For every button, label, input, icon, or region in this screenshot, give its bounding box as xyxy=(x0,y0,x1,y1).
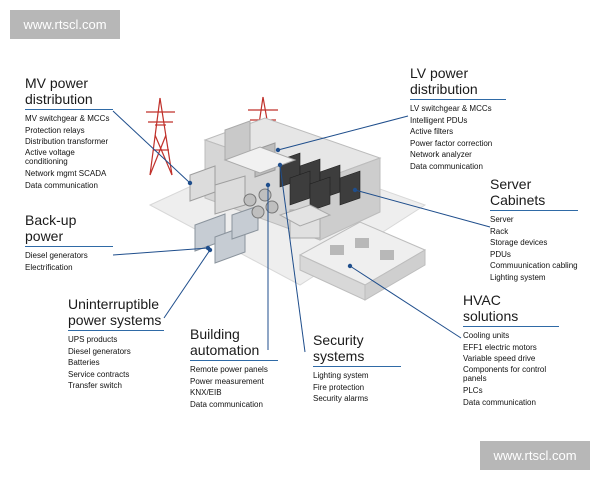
list-item: Data communication xyxy=(190,399,263,409)
list-item: Power measurement xyxy=(190,376,264,386)
divider xyxy=(463,326,559,327)
item-list: Remote power panels Power measurement KN… xyxy=(190,364,305,410)
control-room xyxy=(278,204,332,227)
leader-dots xyxy=(187,147,358,269)
list-item: Data communication xyxy=(25,180,98,190)
list-item: Lighting system xyxy=(313,371,369,380)
watermark-bottom-right: www.rtscl.com xyxy=(480,441,590,470)
group-hvac-solutions: HVAC solutions Cooling units EFF1 electr… xyxy=(463,292,573,408)
hvac-annex xyxy=(298,221,427,301)
list-item: Service contracts xyxy=(68,369,130,379)
divider xyxy=(410,99,506,100)
item-list: Lighting system Fire protection Security… xyxy=(313,370,413,405)
divider xyxy=(25,246,113,247)
list-item: LV switchgear & MCCs xyxy=(410,104,492,113)
list-item: Storage devices xyxy=(490,238,548,247)
divider xyxy=(25,109,113,110)
group-backup-power: Back-up power Diesel generators Electrif… xyxy=(25,212,125,273)
list-item: Protection relays xyxy=(25,125,85,135)
list-item: Rack xyxy=(490,226,509,236)
group-title: Uninterruptible power systems xyxy=(68,296,162,328)
list-item: Active filters xyxy=(410,127,454,136)
divider xyxy=(190,360,278,361)
divider xyxy=(490,210,578,211)
list-item: Components for control panels xyxy=(463,364,547,384)
group-title: Security systems xyxy=(313,332,365,364)
group-title: Building automation xyxy=(190,326,260,358)
list-item: Network mgmt SCADA xyxy=(25,169,107,178)
group-building-automation: Building automation Remote power panels … xyxy=(190,326,305,410)
group-lv-power-distribution: LV power distribution LV switchgear & MC… xyxy=(410,65,530,172)
list-item: MV switchgear & MCCs xyxy=(25,114,110,123)
list-item: Data communication xyxy=(410,161,483,171)
list-item: Lighting system xyxy=(490,272,546,282)
list-item: Variable speed drive xyxy=(463,354,536,363)
list-item: Remote power panels xyxy=(190,365,268,374)
group-security-systems: Security systems Lighting system Fire pr… xyxy=(313,332,413,405)
list-item: Commuunication cabling xyxy=(490,261,578,270)
item-list: Server Rack Storage devices PDUs Commuun… xyxy=(490,214,596,283)
group-title: LV power distribution xyxy=(410,65,478,97)
group-title: HVAC solutions xyxy=(463,292,519,324)
list-item: Intelligent PDUs xyxy=(410,115,468,125)
group-title: MV power distribution xyxy=(25,75,93,107)
list-item: Diesel generators xyxy=(25,251,88,260)
group-mv-power-distribution: MV power distribution MV switchgear & MC… xyxy=(25,75,145,191)
list-item: EFF1 electric motors xyxy=(463,342,537,352)
list-item: Distribution transformer xyxy=(25,137,109,146)
watermark-top-left: www.rtscl.com xyxy=(10,10,120,39)
list-item: Cooling units xyxy=(463,331,510,340)
divider xyxy=(313,366,401,367)
list-item: Transfer switch xyxy=(68,381,122,390)
group-title: Back-up power xyxy=(25,212,77,244)
list-item: Server xyxy=(490,215,514,224)
list-item: KNX/EIB xyxy=(190,388,222,397)
divider xyxy=(68,330,164,331)
list-item: Data communication xyxy=(463,397,536,407)
list-item: PDUs xyxy=(490,249,511,259)
list-item: PLCs xyxy=(463,386,483,395)
list-item: Active voltage conditioning xyxy=(25,147,75,167)
mv-switchgear-units xyxy=(189,165,246,215)
item-list: UPS products Diesel generators Batteries… xyxy=(68,334,178,392)
list-item: Fire protection xyxy=(313,382,365,392)
server-cabinet-rows xyxy=(279,152,361,212)
group-title: Server Cabinets xyxy=(490,176,546,208)
diesel-generator-units xyxy=(194,205,259,264)
group-server-cabinets: Server Cabinets Server Rack Storage devi… xyxy=(490,176,596,283)
list-item: Network analyzer xyxy=(410,150,472,159)
item-list: MV switchgear & MCCs Protection relays D… xyxy=(25,113,145,191)
list-item: Security alarms xyxy=(313,394,369,403)
list-item: Electrification xyxy=(25,262,73,272)
list-item: Power factor correction xyxy=(410,138,493,148)
list-item: Diesel generators xyxy=(68,346,131,356)
item-list: Cooling units EFF1 electric motors Varia… xyxy=(463,330,573,408)
leader-lines xyxy=(112,110,491,353)
item-list: Diesel generators Electrification xyxy=(25,250,125,273)
transmission-tower-left xyxy=(146,97,175,176)
list-item: UPS products xyxy=(68,335,118,344)
list-item: Batteries xyxy=(68,358,100,367)
group-ups: Uninterruptible power systems UPS produc… xyxy=(68,296,178,392)
item-list: LV switchgear & MCCs Intelligent PDUs Ac… xyxy=(410,103,530,172)
